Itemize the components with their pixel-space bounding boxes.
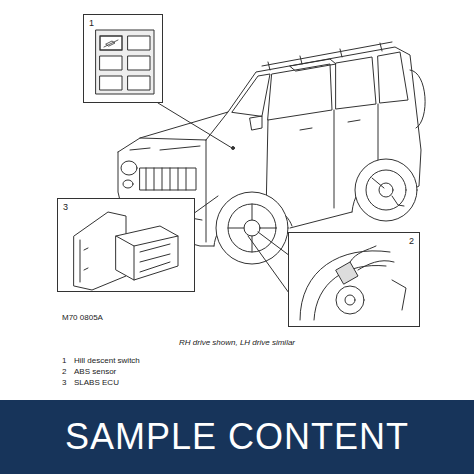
key-number: 1	[62, 356, 66, 366]
figure-code: M70 0805A	[62, 313, 103, 323]
callout-number: 2	[294, 236, 414, 246]
detail-box: 3	[57, 198, 195, 292]
key-number: 3	[62, 378, 66, 388]
abs-sensor-drawing	[300, 246, 406, 320]
detail-box: 1	[83, 14, 163, 103]
banner-band: SAMPLE CONTENT	[0, 400, 474, 474]
callout-number: 1	[89, 18, 157, 28]
key-text: Hill descent switch	[74, 356, 140, 366]
detail-box-grounds	[57, 14, 420, 327]
banner-text: SAMPLE CONTENT	[65, 417, 409, 457]
hill-descent-switch-panel	[96, 30, 154, 94]
caption: RH drive shown, LH drive similar	[0, 338, 474, 348]
key-text: SLABS ECU	[74, 378, 119, 388]
callout-number: 3	[63, 202, 189, 212]
key-text: ABS sensor	[74, 367, 116, 377]
slabs-ecu-drawing	[74, 212, 178, 290]
detail-box: 2	[288, 232, 420, 327]
key-number: 2	[62, 367, 66, 377]
